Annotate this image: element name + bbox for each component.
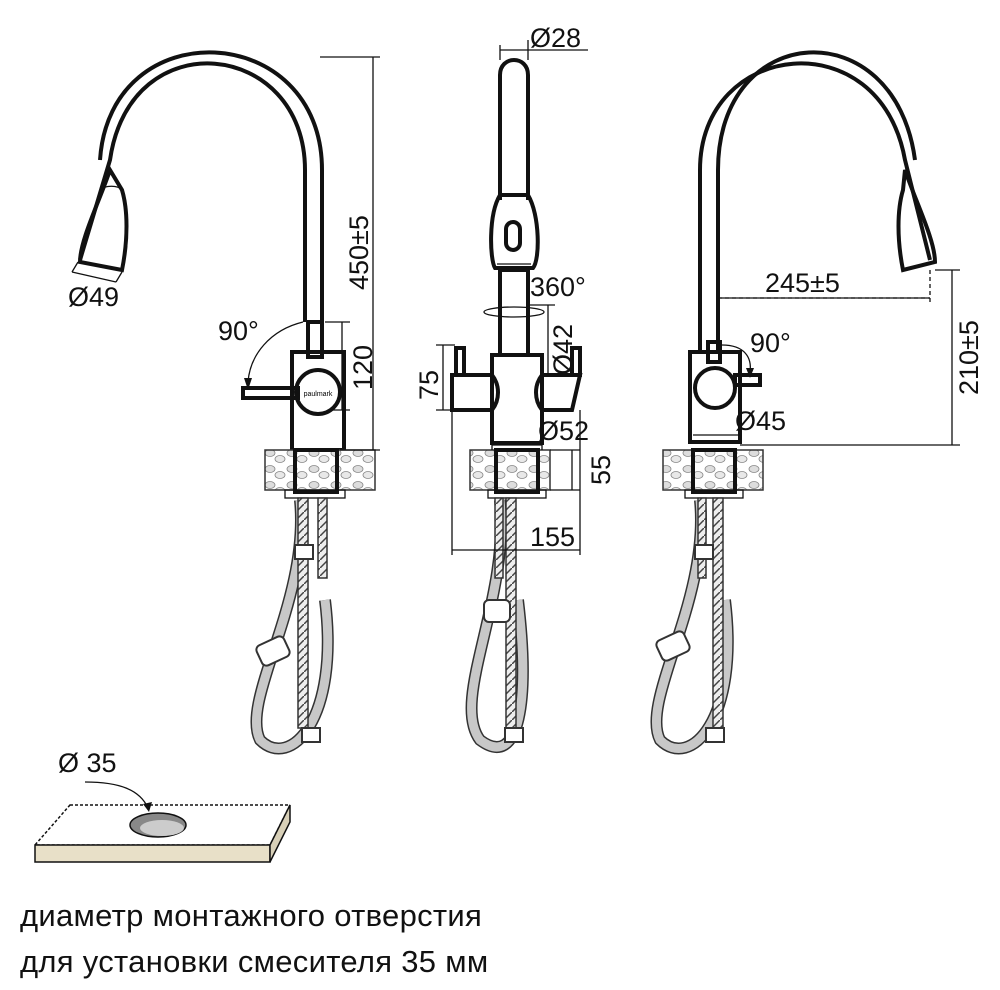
dim-top-diameter: Ø28 <box>530 23 581 53</box>
brand-logo: paulmark <box>304 391 333 398</box>
dim-base-height: 55 <box>586 455 616 485</box>
spray-head <box>489 193 540 270</box>
neck <box>498 268 530 357</box>
dim-handle-height: 75 <box>414 370 444 400</box>
faucet-side-view-left: paulmark Ø49 450±5 120 90° <box>68 50 380 755</box>
dim-neck-diameter: Ø42 <box>548 324 578 375</box>
lever <box>306 320 324 359</box>
caption-line-2: для установки смесителя 35 мм <box>20 944 489 979</box>
dim-lever-angle-right: 90° <box>750 328 791 358</box>
dim-spout-diameter: Ø49 <box>68 282 119 312</box>
dim-rotation: 360° <box>530 272 586 302</box>
handle <box>241 386 300 400</box>
caption-line-1: диаметр монтажного отверстия <box>20 898 483 933</box>
caption: диаметр монтажного отверстия для установ… <box>20 893 488 985</box>
faucet-side-view-right: 245±5 210±5 90° Ø45 <box>650 50 984 755</box>
countertop-section <box>264 449 376 491</box>
dim-body-diameter-center: Ø52 <box>538 416 589 446</box>
faucet-front-view: Ø28 360° Ø42 75 Ø52 55 155 <box>414 23 616 753</box>
dim-body-diameter-right: Ø45 <box>735 406 786 436</box>
dim-spout-height: 210±5 <box>954 320 984 395</box>
spray-head <box>896 169 938 273</box>
handle-right <box>534 373 583 412</box>
dim-lever-angle-left: 90° <box>218 316 259 346</box>
dim-hole-diameter: Ø 35 <box>58 748 117 778</box>
dim-height: 450±5 <box>344 215 374 290</box>
dim-width: 155 <box>530 522 575 552</box>
faucet-body <box>688 350 742 444</box>
spout-outer <box>78 61 307 322</box>
dim-lever-height: 120 <box>348 345 378 390</box>
countertop-hole-illustration: Ø 35 <box>33 748 292 863</box>
handle <box>733 373 762 387</box>
faucet-body <box>490 353 544 445</box>
dim-reach: 245±5 <box>765 268 840 298</box>
handle-left <box>450 373 500 412</box>
spray-head <box>77 165 129 273</box>
